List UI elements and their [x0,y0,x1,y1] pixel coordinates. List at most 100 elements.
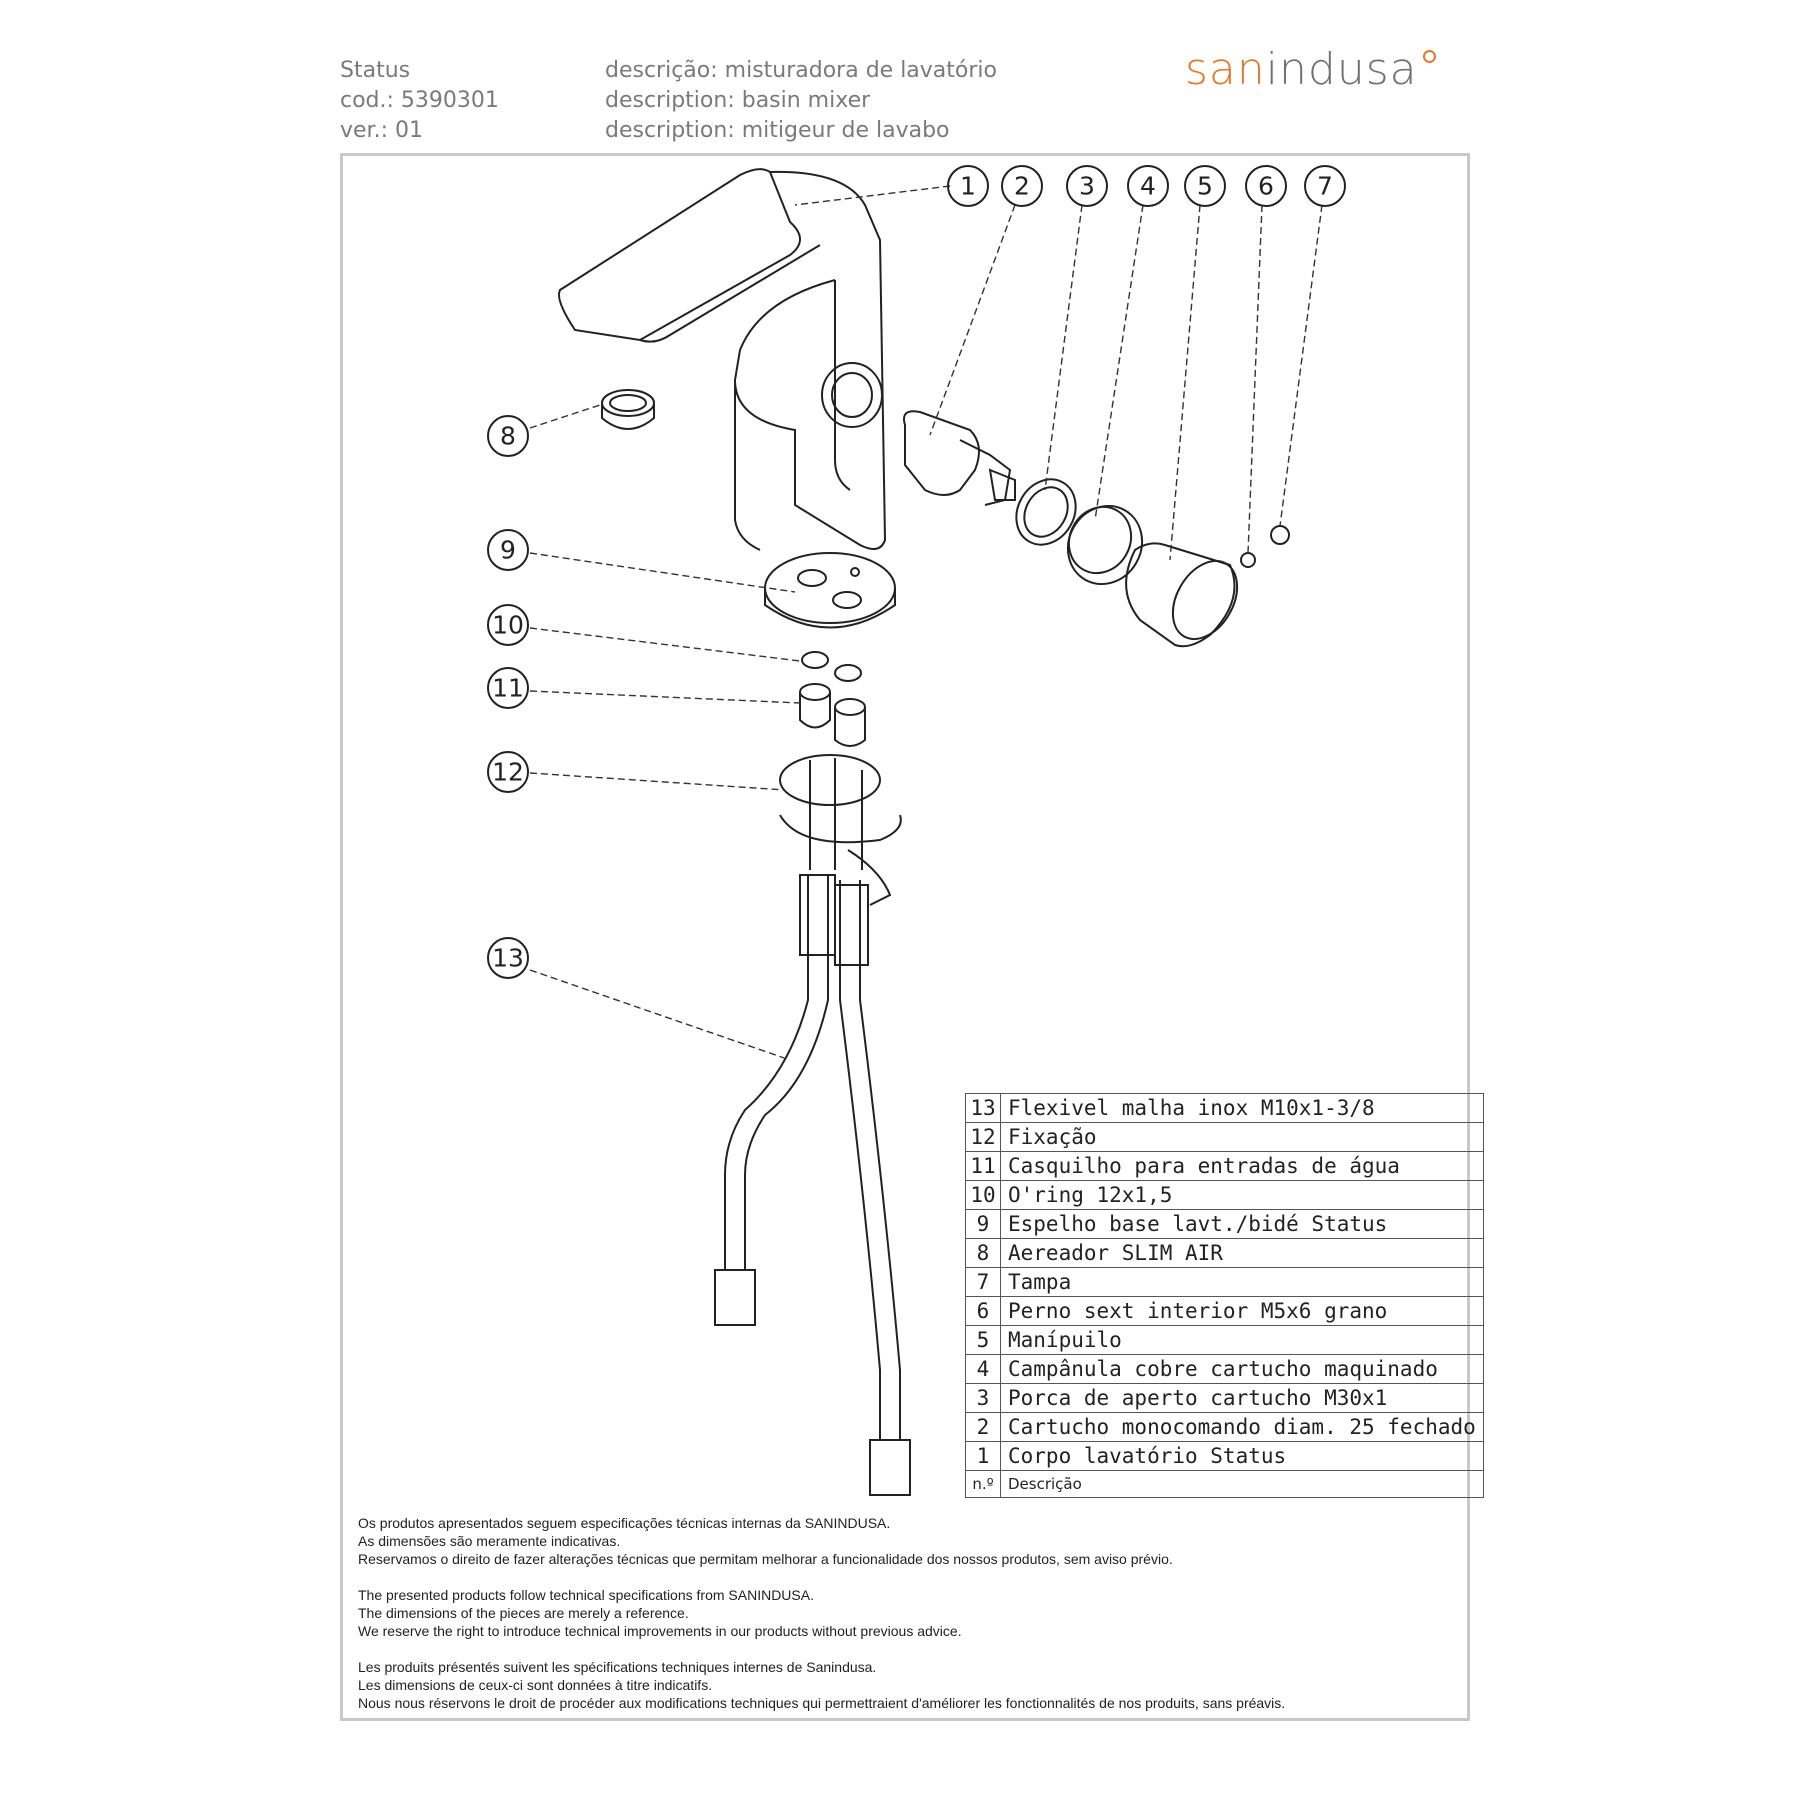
svg-text:9: 9 [500,536,516,565]
grub-screw-part [1240,552,1256,568]
notes-fr: Les produits présentés suivent les spéci… [358,1658,1285,1712]
bushings-part [799,683,866,747]
cartridge-nut-part [1015,478,1077,546]
part-description: Aereador SLIM AIR [1000,1238,1484,1268]
callout-4: 4 [1127,165,1169,207]
notes-pt: Os produtos apresentados seguem especifi… [358,1514,1285,1568]
part-number: 3 [965,1383,1001,1413]
header-description: Descrição [1000,1470,1484,1498]
part-description: Casquilho para entradas de água [1000,1151,1484,1181]
callout-1: 1 [947,165,989,207]
part-description: Cartucho monocomando diam. 25 fechado [1000,1412,1484,1442]
header-product-info: Status cod.: 5390301 ver.: 01 [340,56,499,146]
note-line: We reserve the right to introduce techni… [358,1623,962,1639]
note-line: Les dimensions de ceux-ci sont données à… [358,1677,713,1693]
note-line: As dimensões são meramente indicativas. [358,1533,621,1549]
part-description: Manípuilo [1000,1325,1484,1355]
part-description: Porca de aperto cartucho M30x1 [1000,1383,1484,1413]
callout-12: 12 [487,751,529,793]
part-number: 13 [965,1093,1001,1123]
part-number: 10 [965,1180,1001,1210]
callout-2: 2 [1001,165,1043,207]
drawing-frame [340,153,1470,1721]
callout-8: 8 [487,415,529,457]
svg-text:7: 7 [1317,172,1333,201]
fixation-part [779,754,902,906]
product-code: cod.: 5390301 [340,88,499,113]
svg-text:6: 6 [1258,172,1274,201]
aerator-part [601,389,655,430]
o-rings-part [801,651,862,682]
logo-part-1: san [1185,44,1266,95]
faucet-body-part [558,168,887,551]
part-number: 1 [965,1441,1001,1471]
logo-part-2: indusa [1265,44,1418,95]
callout-11: 11 [487,667,529,709]
part-number: 7 [965,1267,1001,1297]
svg-text:11: 11 [492,674,524,703]
svg-text:1: 1 [960,172,976,201]
part-number: 6 [965,1296,1001,1326]
part-description: Perno sext interior M5x6 grano [1000,1296,1484,1326]
part-description: Fixação [1000,1122,1484,1152]
header-number: n.º [965,1470,1001,1498]
part-description: Campânula cobre cartucho maquinado [1000,1354,1484,1384]
sanindusa-logo: sanindusa [1185,44,1436,95]
product-version: ver.: 01 [340,118,423,143]
callout-6: 6 [1245,165,1287,207]
callouts: 1 2 3 4 5 6 7 8 9 10 11 12 13 [487,165,1346,979]
logo-dot-icon [1422,50,1436,63]
svg-text:12: 12 [492,758,524,787]
note-line: Les produits présentés suivent les spéci… [358,1659,877,1675]
part-description: Flexivel malha inox M10x1-3/8 [1000,1093,1484,1123]
part-number: 4 [965,1354,1001,1384]
notes-en: The presented products follow technical … [358,1586,1285,1640]
part-description: O'ring 12x1,5 [1000,1180,1484,1210]
part-description: Corpo lavatório Status [1000,1441,1484,1471]
note-line: Os produtos apresentados seguem especifi… [358,1515,891,1531]
cartridge-cover-part [1066,504,1144,586]
svg-text:5: 5 [1197,172,1213,201]
part-number: 8 [965,1238,1001,1268]
part-number: 9 [965,1209,1001,1239]
part-number: 2 [965,1412,1001,1442]
description-en: description: basin mixer [605,88,871,113]
callout-9: 9 [487,529,529,571]
part-number: 12 [965,1122,1001,1152]
note-line: Nous nous réservons le droit de procéder… [358,1695,1286,1711]
header-descriptions: descrição: misturadora de lavatório desc… [605,56,997,146]
callout-13: 13 [487,937,529,979]
note-line: The presented products follow technical … [358,1587,814,1603]
handle-part [1125,542,1239,648]
cap-part [1270,525,1290,545]
leader-lines [529,185,1323,1061]
product-name: Status [340,58,411,83]
cartridge-part [903,410,1016,506]
callout-10: 10 [487,604,529,646]
callout-5: 5 [1184,165,1226,207]
callout-7: 7 [1304,165,1346,207]
description-fr: description: mitigeur de lavabo [605,118,950,143]
part-description: Tampa [1000,1267,1484,1297]
disclaimer-notes: Os produtos apresentados seguem especifi… [358,1514,1285,1730]
part-description: Espelho base lavt./bidé Status [1000,1209,1484,1239]
svg-text:2: 2 [1014,172,1030,201]
part-number: 5 [965,1325,1001,1355]
description-pt: descrição: misturadora de lavatório [605,58,997,83]
note-line: Reservamos o direito de fazer alterações… [358,1551,1173,1567]
svg-text:4: 4 [1140,172,1156,201]
svg-text:3: 3 [1079,172,1095,201]
